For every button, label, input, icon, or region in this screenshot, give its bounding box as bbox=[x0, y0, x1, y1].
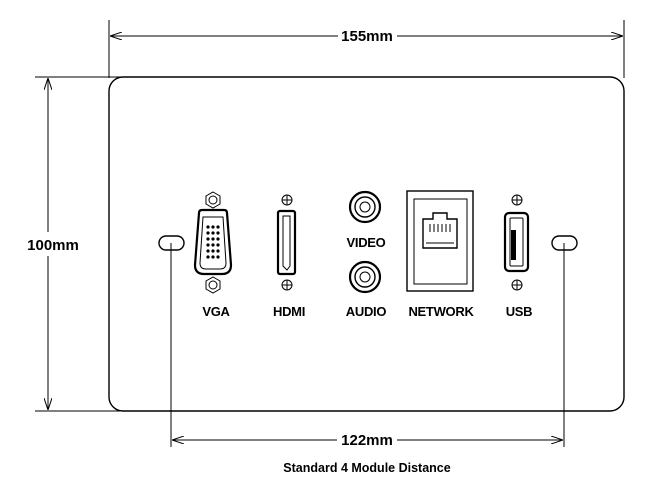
height-label: 100mm bbox=[27, 237, 79, 254]
hdmi-screw-bottom bbox=[281, 279, 293, 291]
hole-spacing-dimension: 122mm bbox=[170, 243, 565, 449]
hdmi-port: HDMI bbox=[273, 194, 305, 319]
audio-label: AUDIO bbox=[346, 304, 387, 319]
audio-jack-outer bbox=[348, 260, 382, 294]
plate-outline bbox=[108, 76, 625, 412]
network-jack-opening bbox=[422, 212, 458, 249]
video-jack-middle bbox=[354, 196, 376, 218]
usb-tongue bbox=[511, 230, 516, 260]
usb-shell-outer bbox=[503, 211, 530, 273]
hole-spacing-label: 122mm bbox=[341, 432, 393, 449]
caption: Standard 4 Module Distance bbox=[283, 461, 450, 475]
vga-screw-bottom bbox=[205, 276, 221, 294]
usb-port: USB bbox=[503, 194, 533, 319]
video-jack-inner bbox=[359, 201, 371, 213]
vga-screw-top bbox=[205, 191, 221, 209]
hdmi-shell-inner bbox=[282, 215, 291, 271]
vga-shell-outer bbox=[193, 208, 233, 276]
video-label: VIDEO bbox=[347, 235, 386, 250]
width-dimension: 155mm bbox=[108, 20, 625, 78]
network-contacts bbox=[429, 224, 451, 232]
vga-port: VGA bbox=[193, 191, 233, 319]
video-jack-outer bbox=[348, 190, 382, 224]
video-port: VIDEO bbox=[347, 190, 386, 250]
vga-label: VGA bbox=[202, 304, 230, 319]
network-label: NETWORK bbox=[408, 304, 474, 319]
audio-port: AUDIO bbox=[346, 260, 387, 319]
network-port: NETWORK bbox=[406, 190, 475, 319]
network-module-outline bbox=[406, 190, 474, 292]
usb-screw-bottom bbox=[511, 279, 523, 291]
audio-jack-middle bbox=[354, 266, 376, 288]
height-dimension: 100mm bbox=[27, 76, 120, 412]
width-label: 155mm bbox=[341, 28, 393, 45]
usb-screw-top bbox=[511, 194, 523, 206]
hdmi-screw-top bbox=[281, 194, 293, 206]
network-face bbox=[413, 198, 468, 285]
hdmi-label: HDMI bbox=[273, 304, 305, 319]
hdmi-shell-outer bbox=[276, 209, 297, 276]
vga-pins bbox=[206, 225, 220, 259]
usb-label: USB bbox=[506, 304, 533, 319]
vga-shell-inner bbox=[199, 216, 227, 270]
usb-shell-inner bbox=[509, 217, 524, 267]
audio-jack-inner bbox=[359, 271, 371, 283]
